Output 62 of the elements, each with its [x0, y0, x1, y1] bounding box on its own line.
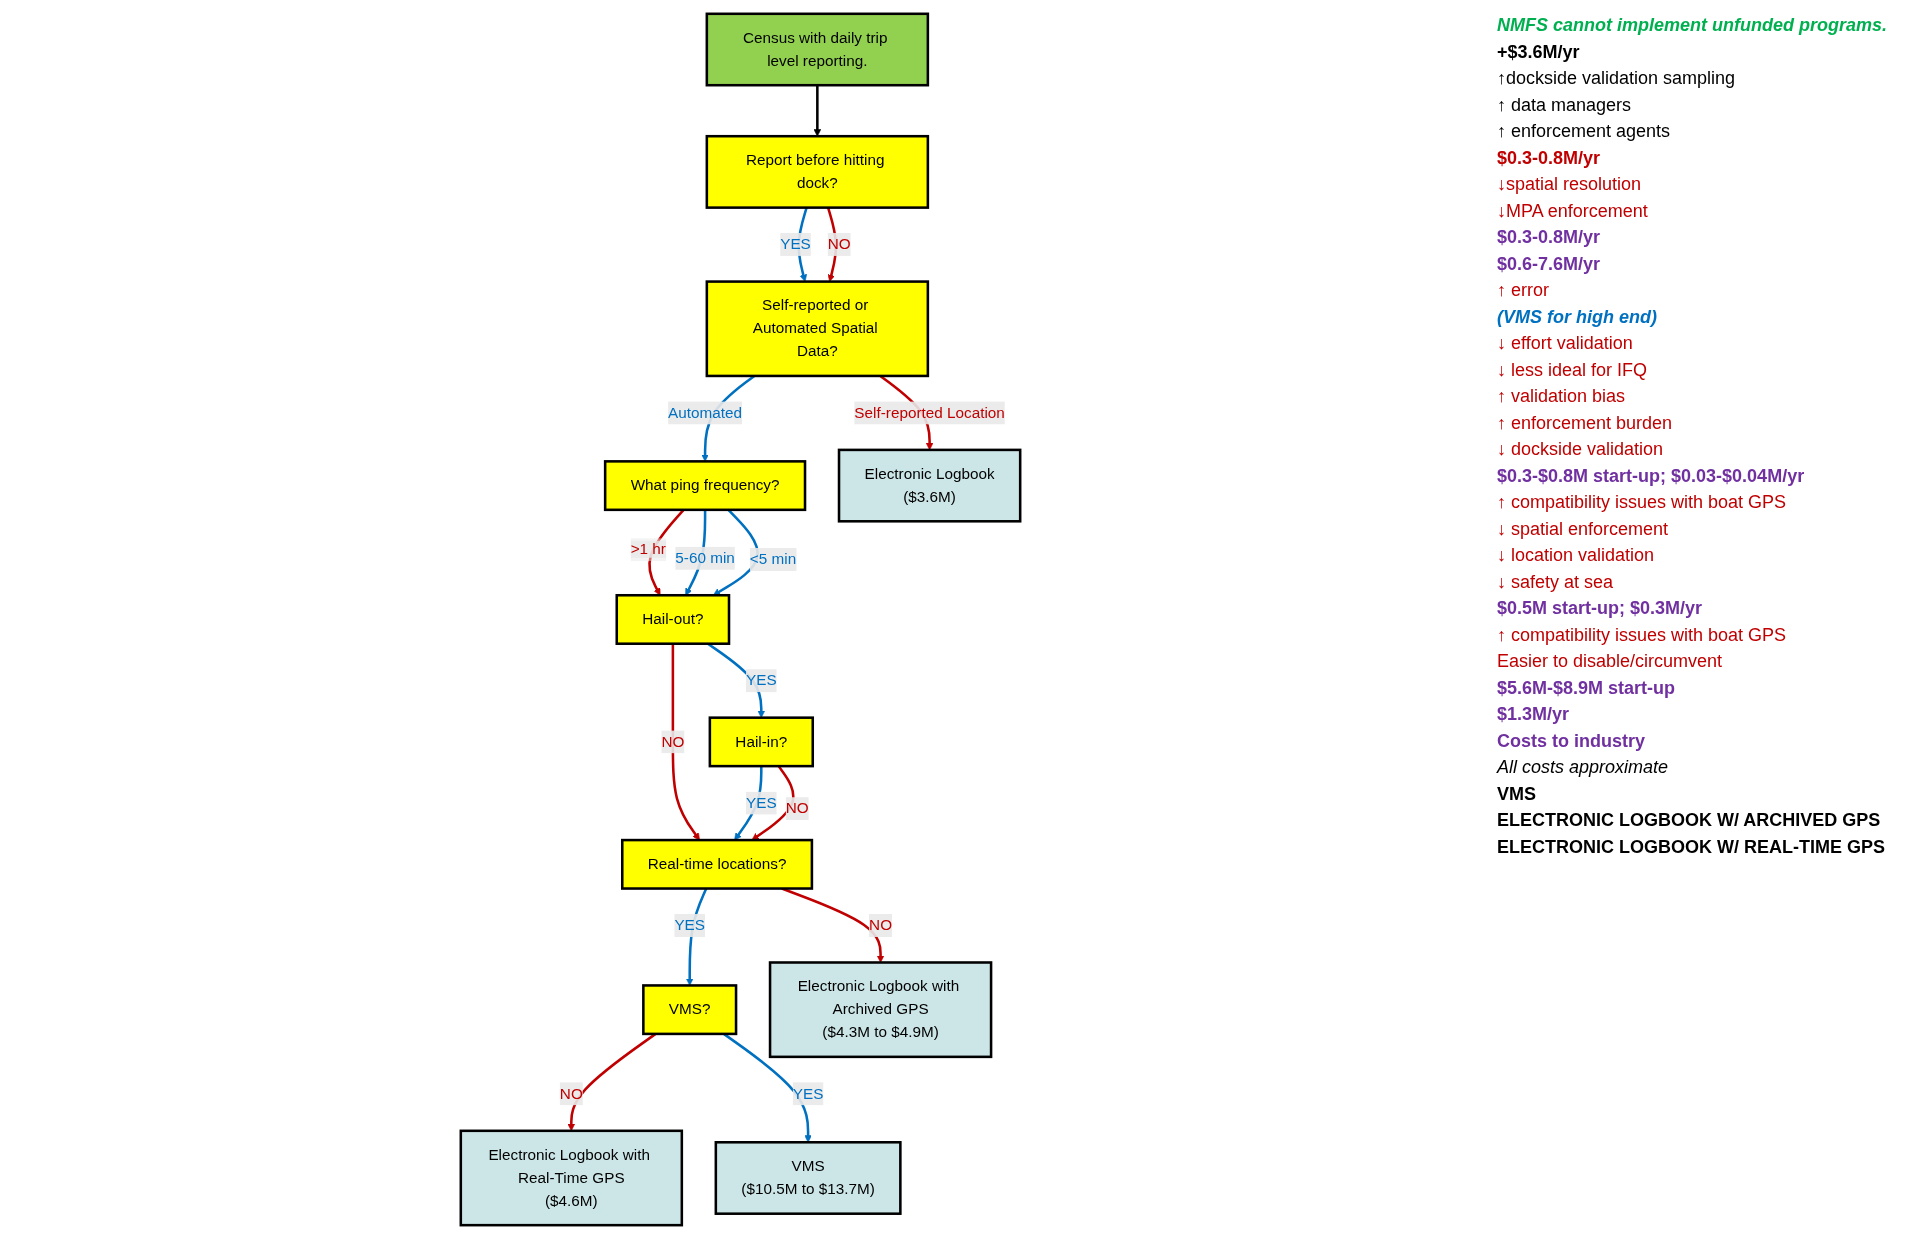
edge-label: YES: [674, 916, 706, 934]
note-text: (VMS for high end): [1497, 305, 1658, 328]
node-box: VMS?: [642, 984, 738, 1036]
node-box: What ping frequency?: [603, 460, 807, 512]
note-text: Easier to disable/circumvent: [1497, 650, 1724, 673]
note-text: $1.3M/yr: [1497, 703, 1571, 726]
note-text: $5.6M-$8.9M start-up: [1497, 676, 1677, 699]
node-box: Hail-out?: [615, 594, 731, 645]
edge-label: YES: [745, 794, 777, 812]
edge-label: NO: [559, 1084, 583, 1102]
note-text: All costs approximate: [1497, 756, 1670, 779]
note-text: ↓ safety at sea: [1497, 570, 1615, 593]
node-box: Electronic Logbook ($3.6M): [837, 448, 1022, 523]
node-box: Hail-in?: [708, 716, 814, 768]
note-text: VMS: [1497, 782, 1537, 805]
note-text: ↓MPA enforcement: [1497, 199, 1649, 222]
note-text: $0.3-0.8M/yr: [1497, 226, 1602, 249]
note-text: $0.5M start-up; $0.3M/yr: [1497, 597, 1704, 620]
node-box: Real-time locations?: [621, 838, 814, 890]
edge-label: Automated: [668, 404, 743, 422]
edge-label: Self-reported Location: [854, 404, 1005, 422]
arrow: [671, 643, 700, 841]
note-text: ↑ enforcement burden: [1497, 411, 1674, 434]
note-text: $0.6-7.6M/yr: [1497, 252, 1602, 275]
node-box: Electronic Logbook with Archived GPS ($4.3M to $4.9M): [768, 961, 993, 1059]
edge-label: YES: [745, 671, 777, 689]
arrow: [826, 207, 838, 282]
note-text: ↓ less ideal for IFQ: [1497, 358, 1649, 381]
note-text: $0.3-0.8M/yr: [1497, 146, 1602, 169]
note-text: ELECTRONIC LOGBOOK W/ REAL-TIME GPS: [1497, 835, 1886, 858]
note-text: ↑ compatibility issues with boat GPS: [1497, 623, 1788, 646]
note-text: ↑ error: [1497, 279, 1550, 302]
edge-label: NO: [827, 235, 851, 253]
note-text: ↓ effort validation: [1497, 332, 1634, 355]
edge-label: NO: [785, 799, 809, 817]
node-box: VMS ($10.5M to $13.7M): [714, 1141, 902, 1215]
edge-label: YES: [792, 1084, 824, 1102]
note-text: ↓spatial resolution: [1497, 173, 1643, 196]
note-text: ELECTRONIC LOGBOOK W/ ARCHIVED GPS: [1497, 809, 1882, 832]
note-text: $0.3-$0.8M start-up; $0.03-$0.04M/yr: [1497, 464, 1806, 487]
edge-label: <5 min: [749, 550, 797, 568]
note-text: ↓ dockside validation: [1497, 438, 1665, 461]
note-text: ↑ enforcement agents: [1497, 120, 1672, 143]
note-text: ↑ data managers: [1497, 93, 1633, 116]
node-box: Census with daily trip level reporting.: [705, 12, 930, 87]
edge-label: >1 hr: [630, 540, 666, 558]
edge-label: 5-60 min: [675, 549, 735, 567]
edge-label: NO: [661, 732, 685, 750]
note-text: ↑ validation bias: [1497, 385, 1627, 408]
note-text: ↑dockside validation sampling: [1497, 67, 1737, 90]
note-text: ↑ compatibility issues with boat GPS: [1497, 491, 1788, 514]
note-text: Costs to industry: [1497, 729, 1646, 752]
note-text: ↓ location validation: [1497, 544, 1656, 567]
arrow: [813, 85, 822, 137]
node-box: Self-reported or Automated Spatial Data?: [705, 280, 930, 378]
edge-label: NO: [869, 916, 893, 934]
node-box: Report before hitting dock?: [705, 134, 930, 209]
note-text: +$3.6M/yr: [1497, 40, 1581, 63]
node-box: Electronic Logbook with Real-Time GPS ($4.6M): [459, 1129, 684, 1227]
edge-label: YES: [780, 235, 811, 253]
note-text: NMFS cannot implement unfunded programs.: [1497, 14, 1888, 37]
note-text: ↓ spatial enforcement: [1497, 517, 1670, 540]
